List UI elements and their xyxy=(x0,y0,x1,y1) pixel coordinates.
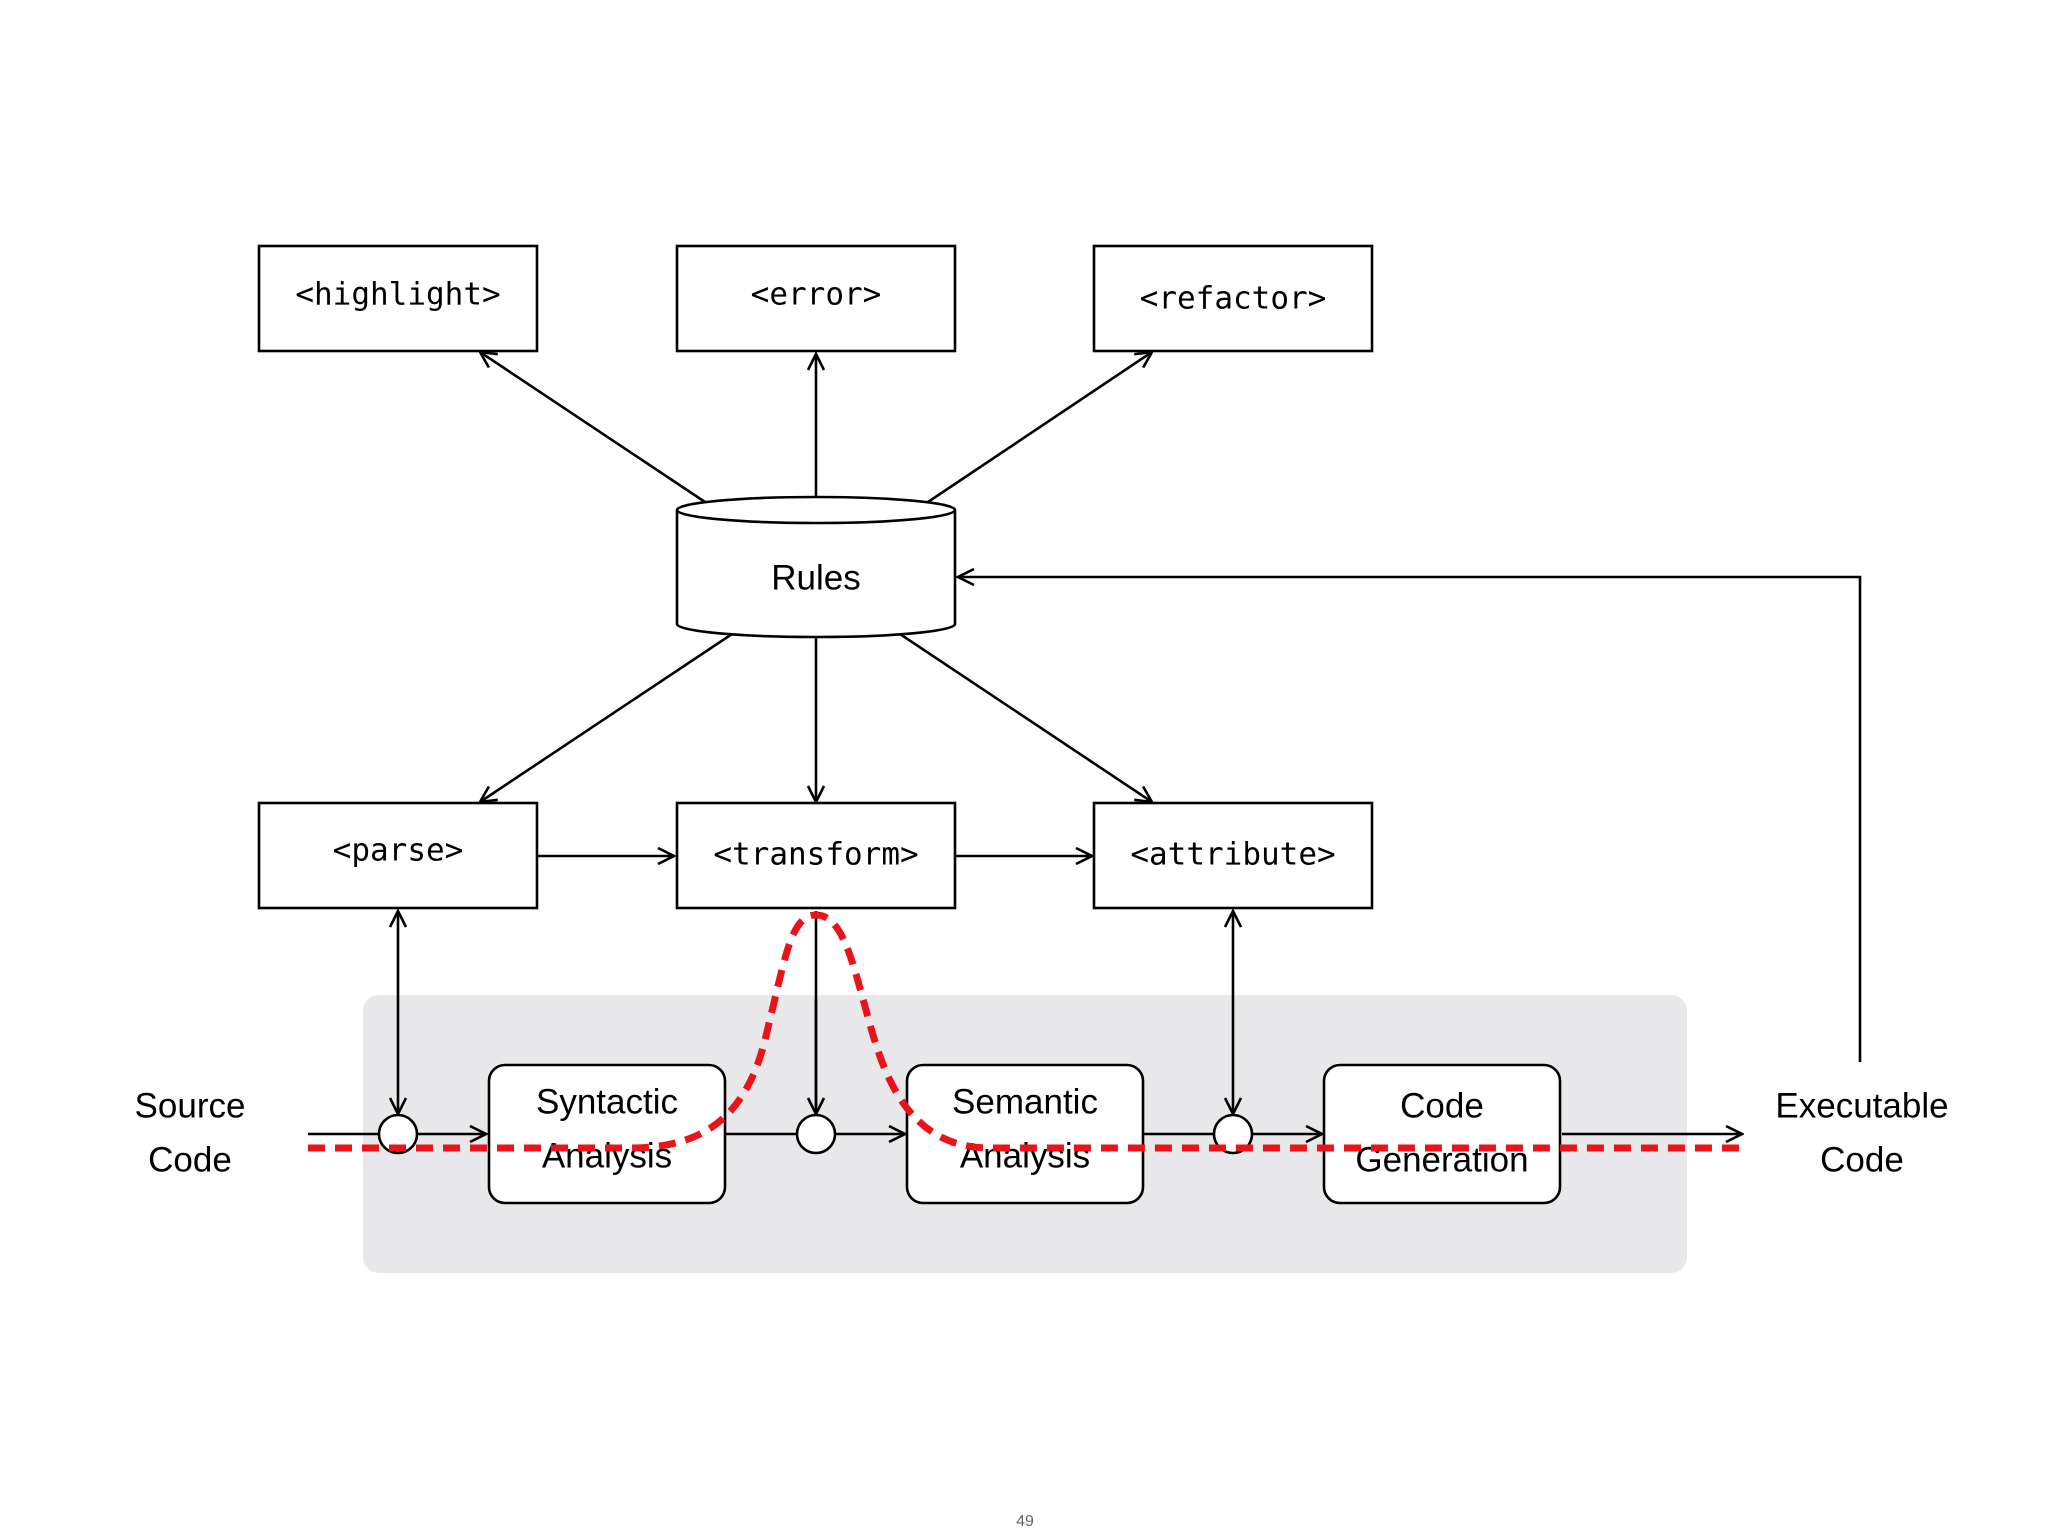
tag-box-attribute-label: <attribute> xyxy=(1130,837,1335,873)
tag-box-transform-label: <transform> xyxy=(713,837,918,873)
input-label-line1: Source xyxy=(135,1086,246,1125)
junction-parse xyxy=(377,1113,419,1155)
tag-box-highlight-label: <highlight> xyxy=(295,277,500,313)
arrow-rules-to-refactor xyxy=(927,352,1152,504)
tag-box-transform: <transform> xyxy=(675,801,957,910)
input-label-line2: Code xyxy=(148,1140,232,1179)
phase-codegen-line1: Code xyxy=(1400,1086,1484,1125)
tag-box-highlight: <highlight> xyxy=(257,244,539,353)
tag-box-refactor: <refactor> xyxy=(1092,244,1374,353)
junction-transform xyxy=(795,1113,837,1155)
junction-attribute xyxy=(1212,1113,1254,1155)
dashed-path-overlay xyxy=(308,911,1742,1152)
rules-label: Rules xyxy=(771,558,860,597)
phase-semantic-analysis: Semantic Analysis xyxy=(905,1063,1145,1205)
tag-box-attribute: <attribute> xyxy=(1092,801,1374,910)
rules-database: Rules xyxy=(675,495,957,639)
phase-syntactic-line1: Syntactic xyxy=(536,1082,678,1121)
connectors xyxy=(308,352,1862,1134)
arrow-executable-to-rules xyxy=(958,577,1862,1062)
phase-semantic-line2: Analysis xyxy=(960,1136,1090,1175)
arrow-rules-to-attribute xyxy=(899,632,1152,802)
tag-box-error: <error> xyxy=(675,244,957,353)
tag-box-parse-label: <parse> xyxy=(333,833,464,869)
tag-box-error-label: <error> xyxy=(751,277,882,313)
page-number: 49 xyxy=(1016,1513,1034,1530)
phase-semantic-line1: Semantic xyxy=(952,1082,1098,1121)
phase-syntactic-analysis: Syntactic Analysis xyxy=(487,1063,727,1205)
tag-box-parse: <parse> xyxy=(257,801,539,910)
tag-box-refactor-label: <refactor> xyxy=(1140,281,1327,317)
output-label-line2: Code xyxy=(1820,1140,1904,1179)
output-label-line1: Executable xyxy=(1775,1086,1948,1125)
phase-code-generation: Code Generation xyxy=(1322,1063,1562,1205)
arrow-rules-to-highlight xyxy=(480,352,706,504)
phase-syntactic-line2: Analysis xyxy=(542,1136,672,1175)
arrow-rules-to-parse xyxy=(480,632,733,802)
